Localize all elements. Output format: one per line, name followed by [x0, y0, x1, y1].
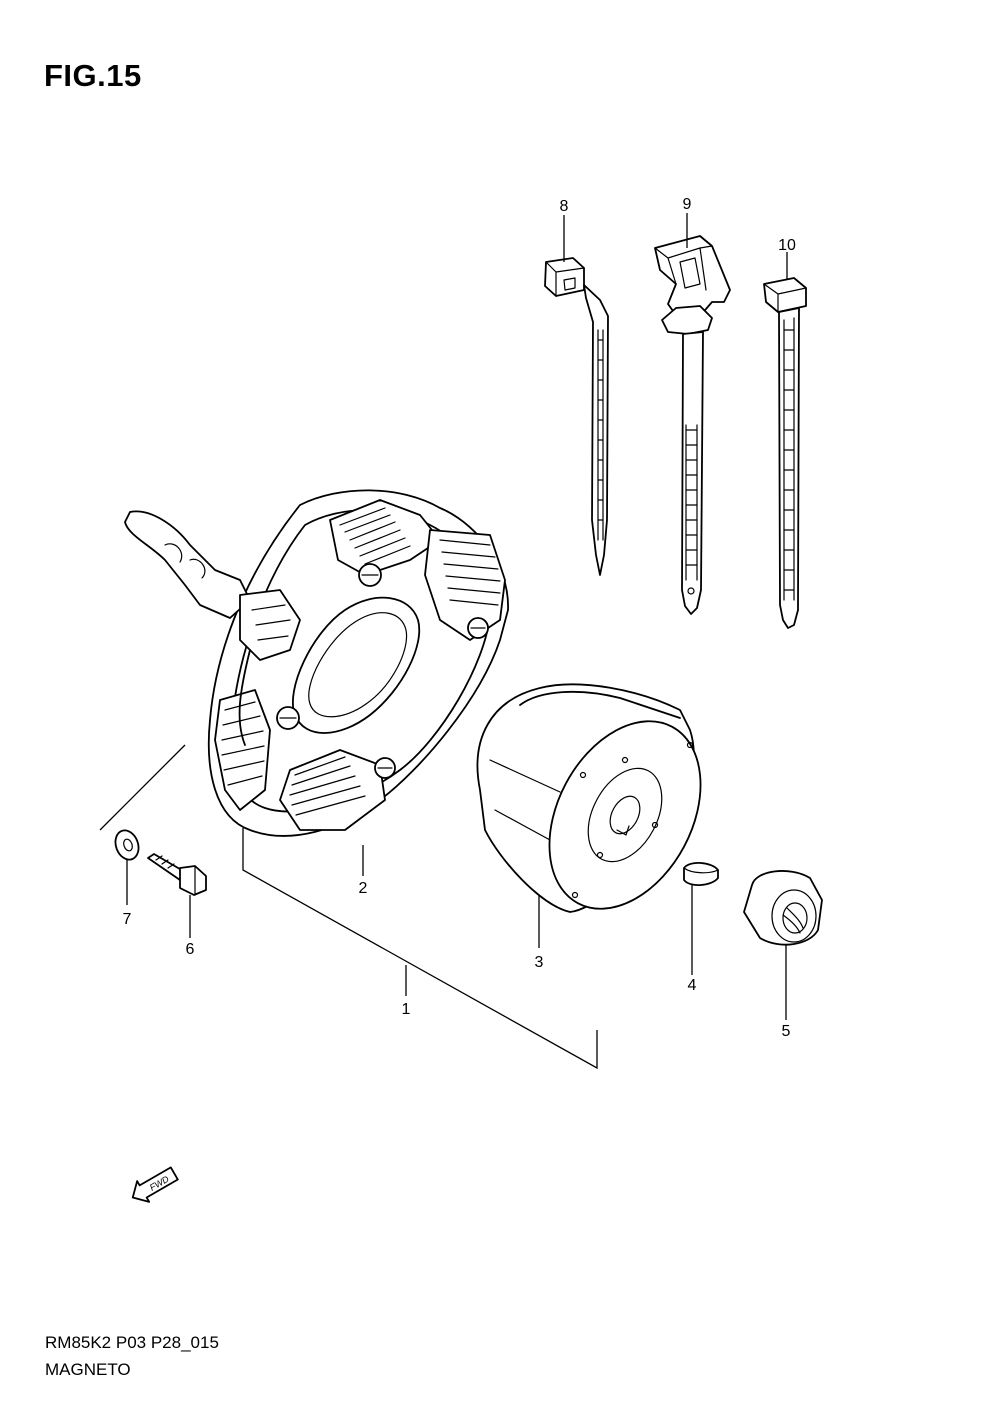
fwd-arrow-icon: FWD	[131, 1166, 179, 1203]
part-cable-tie-10[interactable]	[763, 277, 807, 629]
callout-8: 8	[560, 198, 569, 215]
diagram-code: RM85K2 P03 P28_015	[45, 1333, 219, 1352]
leader-lines	[99, 213, 788, 1070]
part-washer-7[interactable]	[112, 827, 143, 863]
callout-7: 7	[123, 911, 132, 928]
figure-title: FIG.15	[44, 58, 142, 93]
part-nut-5[interactable]	[743, 870, 823, 946]
callout-4: 4	[688, 977, 697, 994]
part-clamp-tie-9[interactable]	[654, 235, 731, 615]
part-key-4[interactable]	[683, 862, 719, 886]
part-stator-2[interactable]	[124, 489, 509, 837]
callout-9: 9	[683, 196, 692, 213]
part-cable-tie-8[interactable]	[544, 257, 609, 576]
callout-3: 3	[535, 954, 544, 971]
callout-2: 2	[359, 880, 368, 897]
callout-1: 1	[402, 1001, 411, 1018]
part-rotor-3[interactable]	[476, 683, 732, 934]
diagram-name: MAGNETO	[45, 1360, 131, 1379]
callout-5: 5	[782, 1023, 791, 1040]
callout-6: 6	[186, 941, 195, 958]
part-bolt-6[interactable]	[147, 853, 207, 896]
callout-10: 10	[778, 237, 796, 254]
